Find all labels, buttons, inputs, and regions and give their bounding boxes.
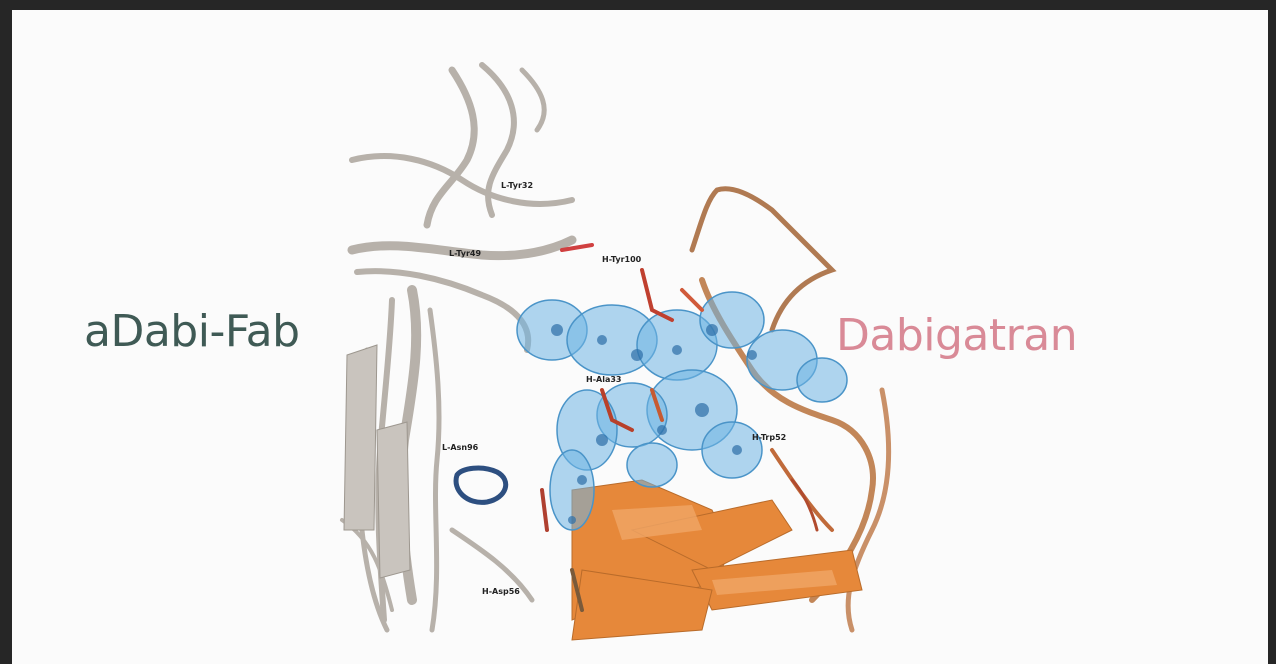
drug-label: Dabigatran bbox=[836, 310, 1077, 361]
residue-label-h-tyr100: H-Tyr100 bbox=[602, 255, 642, 264]
residue-label-l-tyr49: L-Tyr49 bbox=[449, 249, 481, 258]
antibody-label: aDabi-Fab bbox=[84, 306, 300, 357]
figure-panel: L-Tyr32 L-Tyr49 H-Tyr100 H-Ala33 L-Asn96… bbox=[12, 10, 1268, 664]
residue-label-l-tyr32: L-Tyr32 bbox=[501, 181, 533, 190]
residue-label-h-ala33: H-Ala33 bbox=[586, 375, 621, 384]
residue-label-h-asp56: H-Asp56 bbox=[482, 587, 520, 596]
dabigatran-surface bbox=[517, 292, 847, 530]
residue-label-l-asn96: L-Asn96 bbox=[442, 443, 479, 452]
residue-label-h-trp52: H-Trp52 bbox=[752, 433, 786, 442]
heavy-chain-strands bbox=[572, 480, 862, 640]
loop-l-asn96 bbox=[456, 468, 506, 502]
